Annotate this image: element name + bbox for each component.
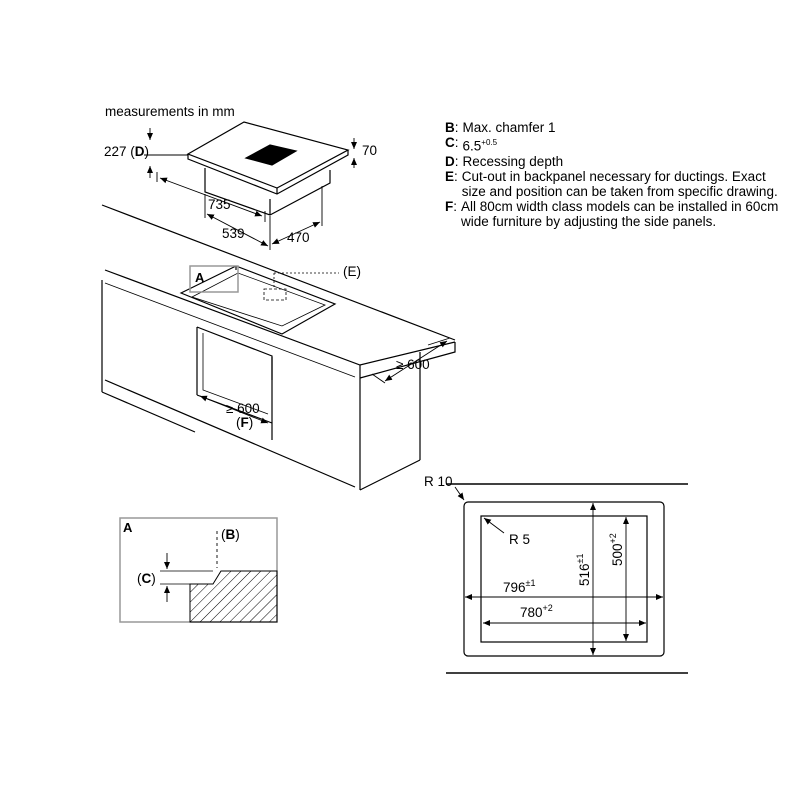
worktop-label-e: (E) (343, 264, 361, 279)
legend-item-b: B: Max. chamfer 1 (445, 120, 785, 135)
legend: B: Max. chamfer 1 C: 6.5+0.5 D: Recessin… (445, 120, 785, 229)
cutout-width-inner: 780+2 (520, 603, 553, 620)
legend-key-c: C (445, 135, 455, 150)
worktop-drawing (101, 204, 456, 491)
worktop-label-a: A (195, 270, 205, 285)
detail-a-marker (189, 265, 239, 293)
detail-a-label-b: (B) (221, 527, 240, 542)
cabinet-clearance-label: ≥ 600 (226, 401, 260, 416)
legend-text-b: Max. chamfer 1 (462, 120, 556, 135)
legend-text-d: Recessing depth (462, 153, 564, 169)
legend-item-d: D: Recessing depth (445, 154, 785, 169)
detail-a-panel (119, 517, 278, 623)
legend-text-f: All 80cm width class models can be insta… (461, 198, 779, 229)
cutout-depth-inner: 500+2 (608, 533, 625, 566)
dim-735-label: 735 (208, 197, 231, 212)
legend-text-c: 6.5 (462, 138, 482, 154)
legend-sup-c: +0.5 (481, 138, 498, 147)
legend-key-d: D (445, 153, 455, 169)
cutout-radius-inner: R 5 (509, 532, 530, 547)
cutout-radius-outer: R 10 (424, 474, 453, 489)
legend-item-f: F: All 80cm width class models can be in… (445, 199, 785, 229)
dim-70-label: 70 (362, 143, 377, 158)
legend-text-e: Cut-out in backpanel necessary for ducti… (461, 168, 778, 199)
legend-item-c: C: 6.5+0.5 (445, 135, 498, 154)
legend-key-e: E (445, 168, 455, 184)
legend-key-f: F (445, 198, 454, 214)
measurements-title: measurements in mm (105, 104, 235, 119)
legend-key-b: B (445, 120, 455, 135)
cutout-width-outer: 796±1 (503, 578, 535, 595)
dim-470-label: 470 (287, 230, 310, 245)
cabinet-label-f: (F) (236, 415, 253, 430)
cutout-depth-outer: 516±1 (575, 554, 592, 586)
legend-item-e: E: Cut-out in backpanel necessary for du… (445, 169, 785, 199)
dim-227-label: 227 (D) (104, 144, 149, 159)
detail-a-title: A (123, 520, 133, 535)
dim-539-label: 539 (222, 226, 245, 241)
cutout-plan (446, 483, 688, 674)
side-clearance-label: ≥ 600 (396, 357, 430, 372)
detail-a-label-c: (C) (137, 571, 156, 586)
hob-drawing (186, 121, 350, 216)
hob-dimension-lines (144, 128, 357, 250)
